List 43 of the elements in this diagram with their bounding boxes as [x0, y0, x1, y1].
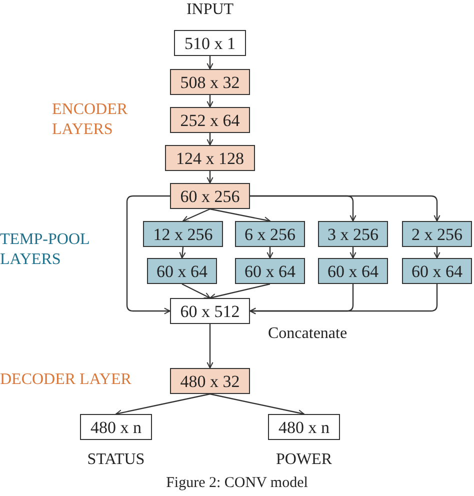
- section-label: TEMP-POOL LAYERS: [0, 230, 90, 270]
- layer-box: 60 x 64: [147, 258, 217, 284]
- layer-box: 480 x n: [268, 414, 340, 440]
- arrow: [126, 195, 170, 314]
- layer-box: 60 x 64: [235, 258, 305, 284]
- arrow: [206, 324, 214, 368]
- arrow: [210, 208, 270, 224]
- layer-box: 510 x 1: [174, 30, 246, 56]
- arrow: [210, 283, 270, 300]
- layer-box: 60 x 256: [170, 183, 250, 209]
- section-label: DECODER LAYER: [0, 370, 132, 390]
- layer-box: 6 x 256: [235, 221, 305, 247]
- layer-box: 60 x 64: [402, 258, 472, 284]
- layer-box: 60 x 64: [318, 258, 388, 284]
- layer-box: 480 x n: [80, 414, 152, 440]
- arrow: [266, 247, 274, 258]
- arrow: [116, 393, 210, 416]
- layer-box: 3 x 256: [318, 221, 388, 247]
- node-caption: INPUT: [186, 0, 234, 20]
- arrow: [206, 171, 214, 184]
- node-caption: POWER: [276, 450, 332, 470]
- section-label: ENCODER LAYERS: [52, 100, 129, 140]
- layer-box: 480 x 32: [170, 368, 250, 394]
- layer-box: 252 x 64: [170, 107, 250, 133]
- arrow: [182, 283, 210, 299]
- arrow: [206, 133, 214, 146]
- arrow: [206, 95, 214, 108]
- arrow: [210, 393, 304, 416]
- layer-box: 60 x 512: [170, 298, 250, 324]
- arrow: [206, 56, 214, 70]
- arrow: [179, 246, 186, 258]
- section-label: Concatenate: [268, 324, 348, 344]
- arrow: [434, 247, 440, 258]
- arrow: [250, 195, 440, 222]
- arrow: [182, 208, 210, 222]
- arrow: [250, 284, 438, 314]
- layer-box: 2 x 256: [402, 221, 472, 247]
- node-caption: STATUS: [87, 450, 145, 470]
- layer-box: 124 x 128: [165, 145, 255, 171]
- layer-box: 12 x 256: [143, 221, 223, 247]
- layer-box: 508 x 32: [170, 69, 250, 95]
- figure-caption: Figure 2: CONV model: [165, 474, 309, 493]
- arrow: [350, 247, 356, 258]
